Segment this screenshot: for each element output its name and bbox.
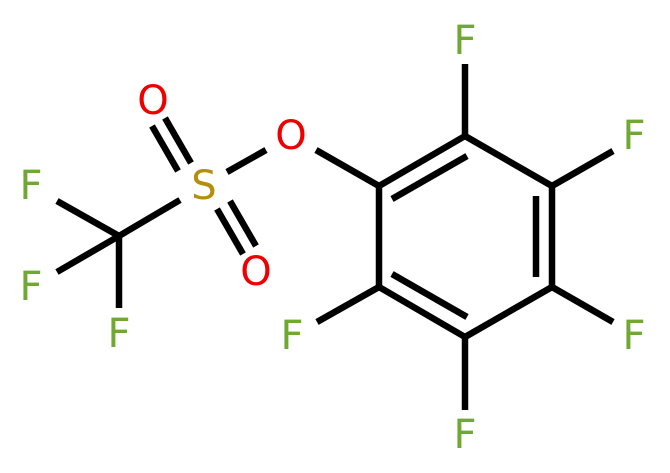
atom-f-cf3-lower: F — [107, 311, 130, 357]
ring-bond-c1-c2-inner — [390, 153, 469, 202]
bond-o-s — [225, 147, 268, 175]
triflate-bonds — [55, 116, 268, 308]
atom-o-sulfonyl-top: O — [137, 78, 168, 124]
atom-f-cf3-upper: F — [19, 163, 42, 209]
atom-f-ring-bottom: F — [453, 412, 476, 458]
bond-s-c — [117, 197, 182, 239]
ring-bond-c4-c5 — [463, 284, 554, 340]
atom-f-ring-upper-right: F — [622, 113, 645, 159]
atom-o-ester: O — [275, 113, 306, 159]
atom-o-sulfonyl-bottom: O — [240, 249, 271, 295]
atom-f-cf3-middle: F — [19, 264, 42, 310]
ring-bond-c5-c6-inner — [390, 271, 469, 320]
atom-f-ring-lower-left: F — [280, 313, 303, 359]
atom-labels: F F F F F O S O O F F F — [19, 18, 645, 458]
bond-c-f-middle — [55, 233, 121, 275]
atom-f-ring-top: F — [453, 18, 476, 64]
bond-c4-f — [550, 284, 615, 325]
bond-s-o-top-a — [162, 116, 194, 165]
bond-c6-f — [315, 284, 381, 325]
benzene-ring — [375, 133, 556, 340]
bond-s-o-bottom-b — [227, 199, 259, 248]
ring-bond-c5-c6 — [377, 284, 467, 340]
ring-bond-c1-c2 — [377, 133, 467, 189]
atom-f-ring-lower-right: F — [622, 313, 645, 359]
ring-substituent-bonds — [314, 64, 615, 410]
ring-bond-c2-c3 — [463, 133, 554, 189]
bond-c1-o — [314, 147, 381, 189]
bond-s-o-top-b — [149, 124, 181, 173]
bond-c3-f — [550, 148, 615, 189]
atom-s-sulfonyl: S — [191, 163, 216, 209]
bond-s-o-bottom-a — [214, 207, 246, 256]
bond-c-f-upper — [55, 198, 121, 239]
